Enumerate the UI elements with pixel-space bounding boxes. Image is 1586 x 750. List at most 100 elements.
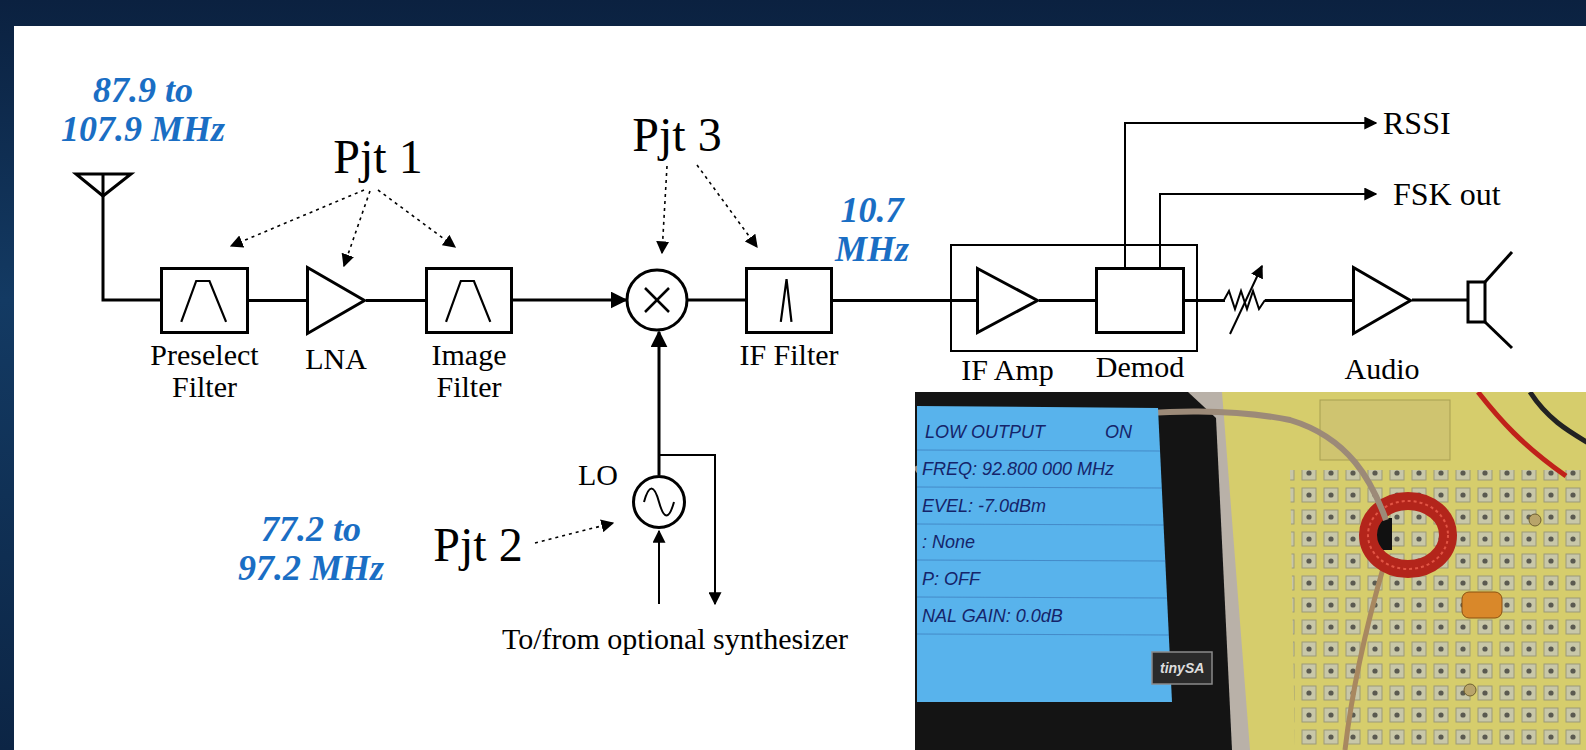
potentiometer-symbol bbox=[1224, 266, 1265, 334]
screen-rule bbox=[917, 597, 1167, 598]
brand-logo: tinySA bbox=[1160, 661, 1204, 675]
solder-pad bbox=[1464, 684, 1476, 696]
circle-shape bbox=[634, 477, 685, 528]
screen-text: P: OFF bbox=[922, 570, 980, 588]
component-name: Preselect Filter bbox=[143, 339, 267, 402]
screen-rule bbox=[917, 634, 1169, 635]
leader-line bbox=[231, 190, 364, 246]
triangle-shape bbox=[978, 269, 1038, 333]
component-name: Image Filter bbox=[407, 339, 531, 402]
passband-curve bbox=[446, 281, 490, 322]
speaker-magnet bbox=[1468, 282, 1485, 322]
mixer-circle bbox=[627, 270, 687, 330]
component-name: IF Amp bbox=[961, 354, 1054, 386]
amplifier-triangle: IF Amp bbox=[976, 267, 1039, 334]
amplifier-outline bbox=[1352, 266, 1412, 335]
mixer-output-wire bbox=[687, 299, 745, 302]
callout-number: Pjt 3 bbox=[632, 111, 721, 159]
screen-text: LOW OUTPUT bbox=[925, 423, 1045, 441]
mixer-cross bbox=[645, 288, 669, 312]
triangle-shape bbox=[308, 268, 365, 334]
component-name: IF Filter bbox=[739, 339, 838, 371]
mixer-symbol bbox=[627, 270, 687, 330]
antenna-wire bbox=[103, 174, 160, 300]
signal-name: RSSI bbox=[1383, 107, 1451, 139]
leader-line bbox=[378, 190, 455, 247]
screen-text: EVEL: -7.0dBm bbox=[922, 497, 1046, 515]
tinysa-screen bbox=[917, 406, 1172, 702]
oscillator-circle: LO bbox=[632, 475, 686, 529]
screen-rule bbox=[917, 450, 1160, 451]
perfboard-grid bbox=[1290, 470, 1586, 750]
screen-text: FREQ: 92.800 000 MHz bbox=[922, 460, 1114, 478]
triangle-shape bbox=[1354, 268, 1411, 334]
screen-rule bbox=[917, 487, 1162, 488]
bench-photo bbox=[915, 392, 1586, 750]
screen-text: : None bbox=[922, 533, 975, 551]
leader-line bbox=[535, 523, 613, 543]
if-frequency: 10.7 MHz bbox=[817, 191, 927, 269]
demodulator-box: Demod bbox=[1095, 267, 1185, 334]
screen-rule bbox=[917, 560, 1166, 561]
leader-line bbox=[697, 165, 757, 247]
pot-arrow bbox=[1230, 266, 1262, 334]
amplifier-outline bbox=[976, 267, 1039, 334]
solder-pad bbox=[1529, 514, 1541, 526]
filter-symbol bbox=[163, 270, 246, 331]
component-name: Audio bbox=[1345, 353, 1420, 385]
red-wire bbox=[1478, 392, 1566, 476]
synth-note: To/from optional synthesizer bbox=[502, 624, 848, 654]
component-name: LNA bbox=[305, 343, 367, 375]
pcb-pad-area bbox=[1320, 400, 1450, 460]
synth-in-arrow bbox=[658, 531, 660, 604]
signal-wire bbox=[366, 299, 425, 302]
logo-plate bbox=[1152, 652, 1212, 684]
screen-text: ON bbox=[1105, 423, 1132, 441]
pot-zigzag bbox=[1224, 291, 1265, 309]
screen-grid bbox=[917, 450, 1169, 635]
lo-to-mixer-arrow bbox=[658, 332, 661, 475]
lo-frequency: 77.2 to 97.2 MHz bbox=[232, 510, 390, 588]
fsk-arrow bbox=[1160, 194, 1376, 268]
signal-wire bbox=[833, 299, 976, 302]
photo-background bbox=[915, 392, 1586, 750]
leader-line bbox=[344, 191, 370, 266]
rssi-arrow bbox=[1125, 123, 1376, 268]
filter-symbol bbox=[748, 270, 830, 331]
speaker-cone bbox=[1485, 252, 1512, 282]
oscillator-outline bbox=[632, 475, 686, 529]
signal-wire bbox=[249, 299, 306, 302]
capacitor bbox=[1462, 592, 1502, 618]
callout-number: Pjt 1 bbox=[333, 133, 422, 181]
signal-name: FSK out bbox=[1393, 178, 1501, 210]
filter-symbol bbox=[428, 270, 510, 331]
mixer-input-arrow bbox=[513, 299, 626, 302]
sine-symbol bbox=[644, 489, 674, 516]
callout-number: Pjt 2 bbox=[433, 521, 522, 569]
speaker-wire bbox=[1412, 299, 1468, 302]
black-wire bbox=[1530, 392, 1586, 444]
band-frequency: 87.9 to 107.9 MHz bbox=[55, 71, 231, 149]
screen-rule bbox=[917, 524, 1164, 525]
component-name: Demod bbox=[1096, 351, 1184, 383]
pcb-board bbox=[1222, 392, 1586, 750]
coax-cable bbox=[1345, 565, 1384, 750]
filter-box: IF Filter bbox=[745, 267, 833, 334]
filter-box: Image Filter bbox=[425, 267, 513, 334]
component-name: LO bbox=[578, 459, 618, 491]
amplifier-outline bbox=[306, 266, 366, 335]
speaker-symbol bbox=[1468, 252, 1512, 348]
screen-text: NAL GAIN: 0.0dB bbox=[922, 607, 1063, 625]
filter-box: Preselect Filter bbox=[160, 267, 249, 334]
project-leaders bbox=[231, 165, 757, 543]
amplifier-triangle: LNA bbox=[306, 266, 366, 335]
leader-line bbox=[662, 166, 667, 253]
passband-curve bbox=[181, 281, 226, 322]
antenna-symbol bbox=[76, 174, 160, 300]
amplifier-triangle: Audio bbox=[1352, 266, 1412, 335]
mixer-cross bbox=[645, 288, 669, 312]
signal-wire bbox=[1185, 299, 1352, 302]
signal-wire bbox=[1039, 299, 1095, 302]
speaker-cone bbox=[1485, 322, 1512, 348]
tinysa-case bbox=[915, 392, 1232, 750]
